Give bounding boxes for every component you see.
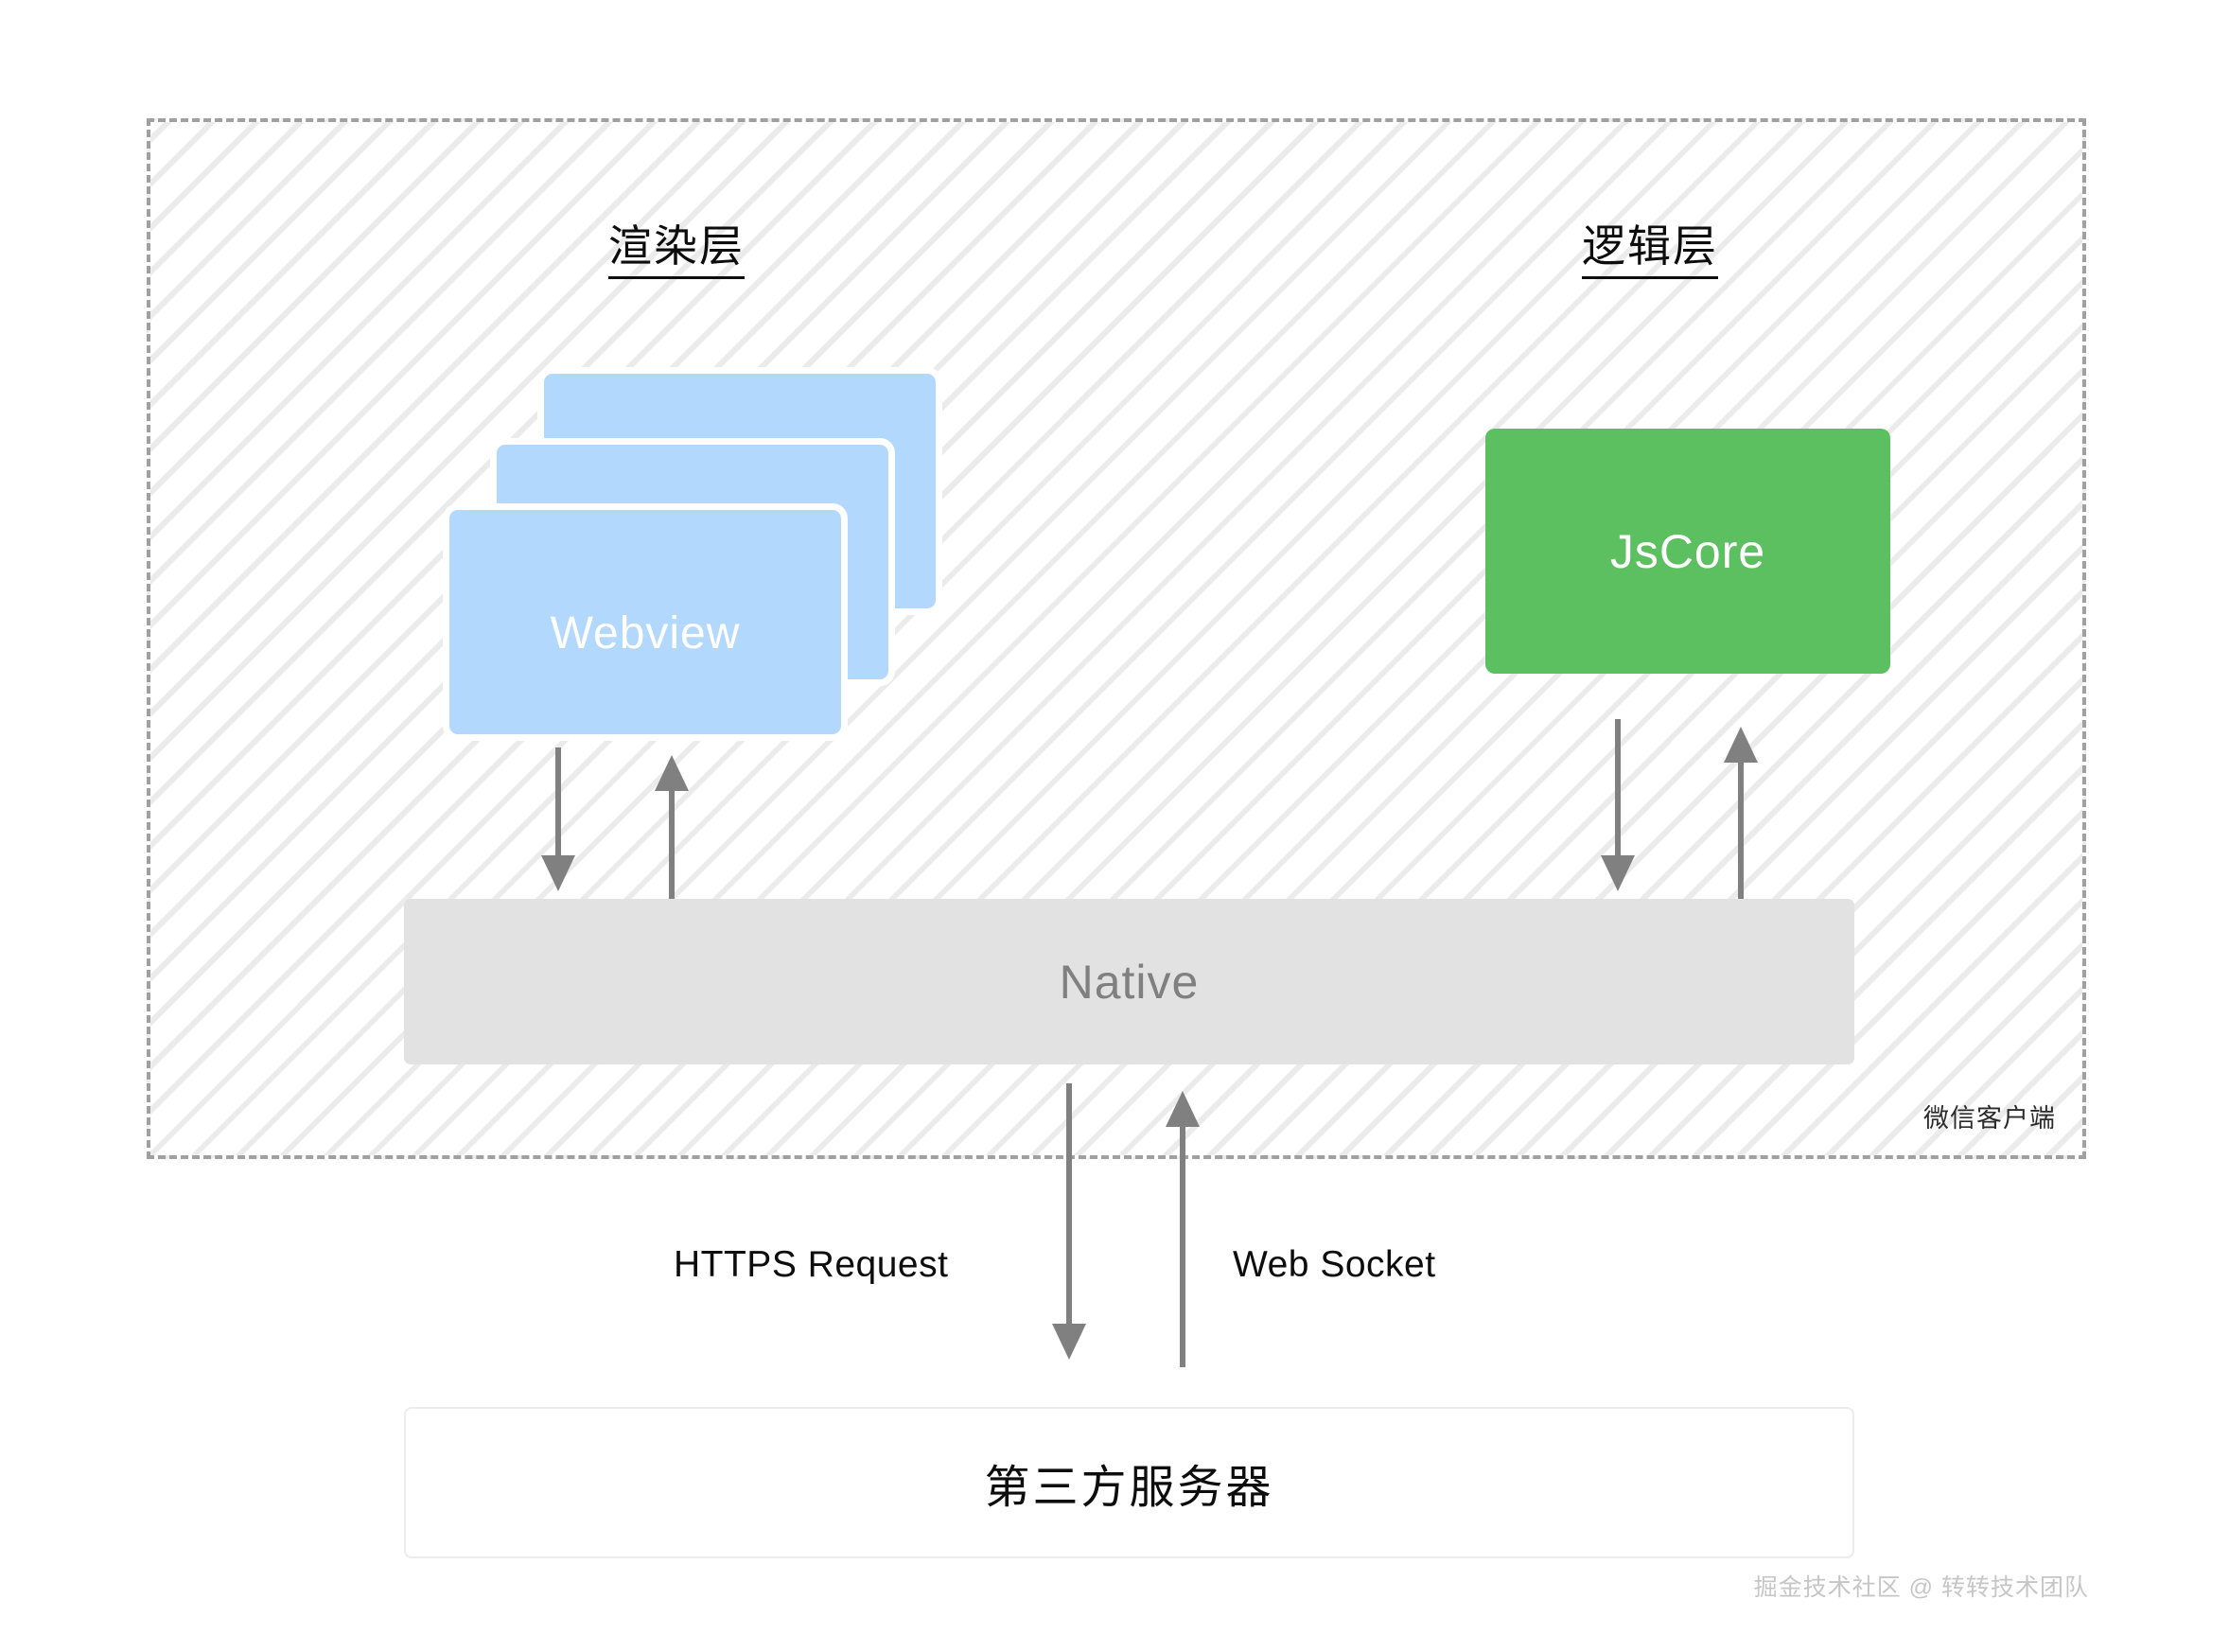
watermark: 掘金技术社区 @ 转转技术团队 (1753, 1574, 2089, 1601)
webview-card-front: Webview (443, 503, 848, 741)
arrow-webview-to-native (541, 747, 575, 891)
arrow-native-to-webview (655, 755, 689, 899)
arrow-native-to-jscore (1724, 727, 1758, 899)
webview-label: Webview (550, 608, 741, 659)
jscore-label: JsCore (1609, 524, 1766, 578)
section-title-render-layer: 渲染层 (608, 221, 745, 279)
webview-stack: Webview (443, 367, 942, 741)
native-bar: Native (404, 899, 1854, 1064)
web-socket-label: Web Socket (1233, 1244, 1436, 1285)
https-request-label: HTTPS Request (674, 1244, 949, 1285)
jscore-box: JsCore (1485, 429, 1890, 674)
wechat-client-label: 微信客户端 (1923, 1104, 2056, 1133)
section-title-logic-layer: 逻辑层 (1582, 221, 1718, 279)
native-label: Native (1059, 955, 1200, 1009)
arrow-server-to-native (1166, 1091, 1200, 1367)
arrow-native-to-server (1052, 1083, 1086, 1360)
third-party-server-box: 第三方服务器 (404, 1407, 1854, 1558)
third-party-server-label: 第三方服务器 (984, 1463, 1274, 1513)
arrow-jscore-to-native (1601, 719, 1635, 891)
